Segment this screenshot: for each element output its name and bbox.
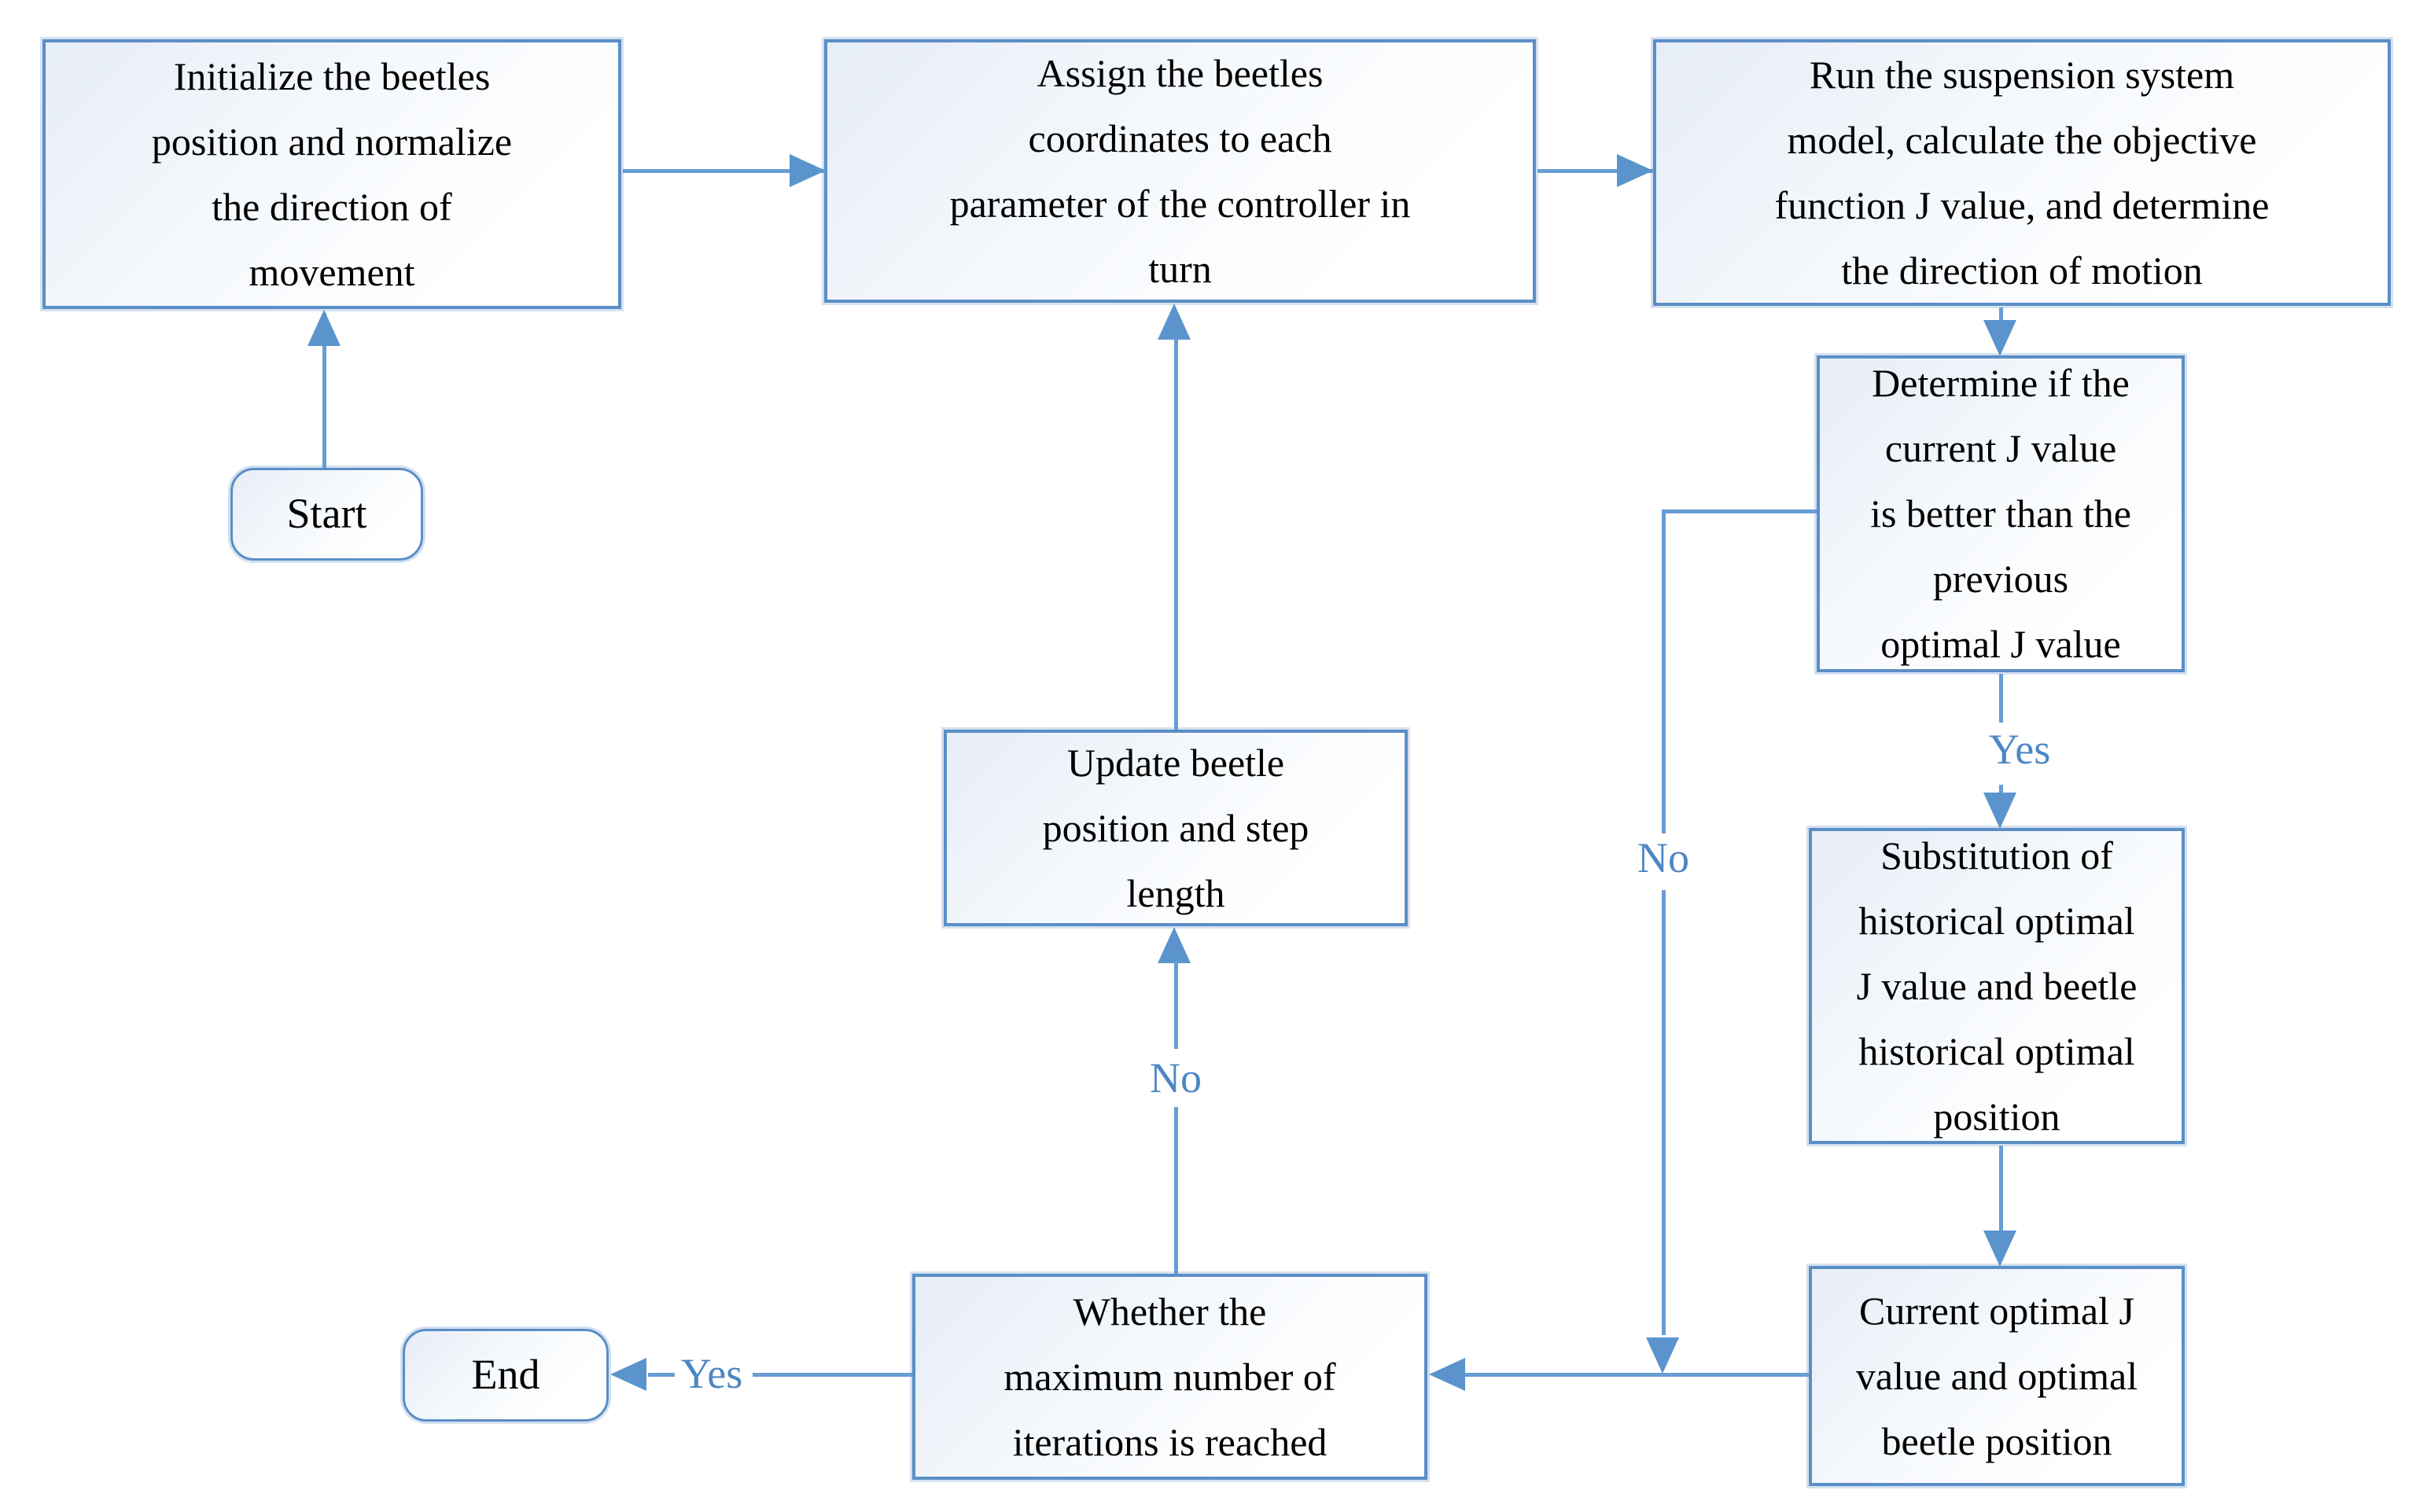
node-start-label: Start [286,490,367,538]
node-assign-coordinates-label: Assign the beetles coordinates to each p… [949,50,1411,291]
edge-label-iterations-yes: Yes [680,1350,743,1397]
edge-init-assign-arrowhead [790,154,826,187]
edge-update-assign-arrowhead [1158,304,1191,340]
node-update-beetle: Update beetle position and step length [944,730,1408,926]
node-start: Start [230,468,423,561]
edge-start-init-arrowhead [307,310,341,346]
node-assign-coordinates: Assign the beetles coordinates to each p… [824,39,1536,303]
edge-current-iterations-line [1464,1373,1809,1377]
node-run-model-label: Run the suspension system model, calcula… [1774,52,2270,292]
edge-run-determine-arrowhead [1983,320,2016,356]
edge-iterations-end-line-right [753,1373,912,1377]
edge-iterations-update-line-lower [1174,1107,1178,1274]
node-run-model: Run the suspension system model, calcula… [1653,39,2391,306]
edge-assign-run-arrowhead [1617,154,1653,187]
node-end-label: End [471,1351,540,1399]
node-initialize: Initialize the beetles position and norm… [42,39,621,309]
node-substitution-label: Substitution of historical optimal J val… [1856,833,2138,1139]
edge-determine-no-line-horizontal [1663,510,1817,513]
node-initialize-label: Initialize the beetles position and norm… [151,53,513,294]
edge-determine-substitution-line-upper [1999,674,2003,723]
edge-init-assign-line [623,169,826,173]
edge-assign-run-line [1537,169,1654,173]
edge-determine-substitution-line-lower [1999,785,2003,796]
edge-iterations-update-arrowhead [1158,927,1191,963]
edge-determine-substitution-arrowhead [1983,793,2016,829]
node-determine-j-value: Determine if the current J value is bett… [1817,355,2185,672]
node-current-optimal: Current optimal J value and optimal beet… [1809,1266,2185,1486]
edge-label-determine-yes: Yes [1988,726,2051,773]
edge-iterations-end-arrowhead [610,1358,646,1391]
edge-substitution-current-arrowhead [1983,1231,2016,1267]
node-end: End [403,1329,609,1422]
node-max-iterations: Whether the maximum number of iterations… [912,1274,1427,1480]
edge-run-determine-line [1999,307,2003,329]
edge-substitution-current-line [1999,1146,2003,1231]
edge-determine-no-line-upper [1662,510,1666,833]
node-determine-j-value-label: Determine if the current J value is bett… [1870,361,2131,666]
edge-start-init-line [322,313,326,468]
edge-update-assign-line [1174,338,1178,730]
edge-determine-no-arrowhead [1646,1337,1679,1374]
edge-label-determine-no: No [1637,834,1689,881]
edge-iterations-update-line-upper [1174,961,1178,1049]
node-max-iterations-label: Whether the maximum number of iterations… [1003,1289,1336,1464]
edge-current-iterations-arrowhead [1429,1358,1465,1391]
edge-iterations-end-line-left [648,1373,675,1377]
node-substitution: Substitution of historical optimal J val… [1809,828,2185,1144]
node-current-optimal-label: Current optimal J value and optimal beet… [1855,1288,2138,1463]
edge-label-iterations-no: No [1150,1054,1202,1102]
edge-determine-no-line-lower [1662,890,1666,1335]
node-update-beetle-label: Update beetle position and step length [1042,740,1309,915]
